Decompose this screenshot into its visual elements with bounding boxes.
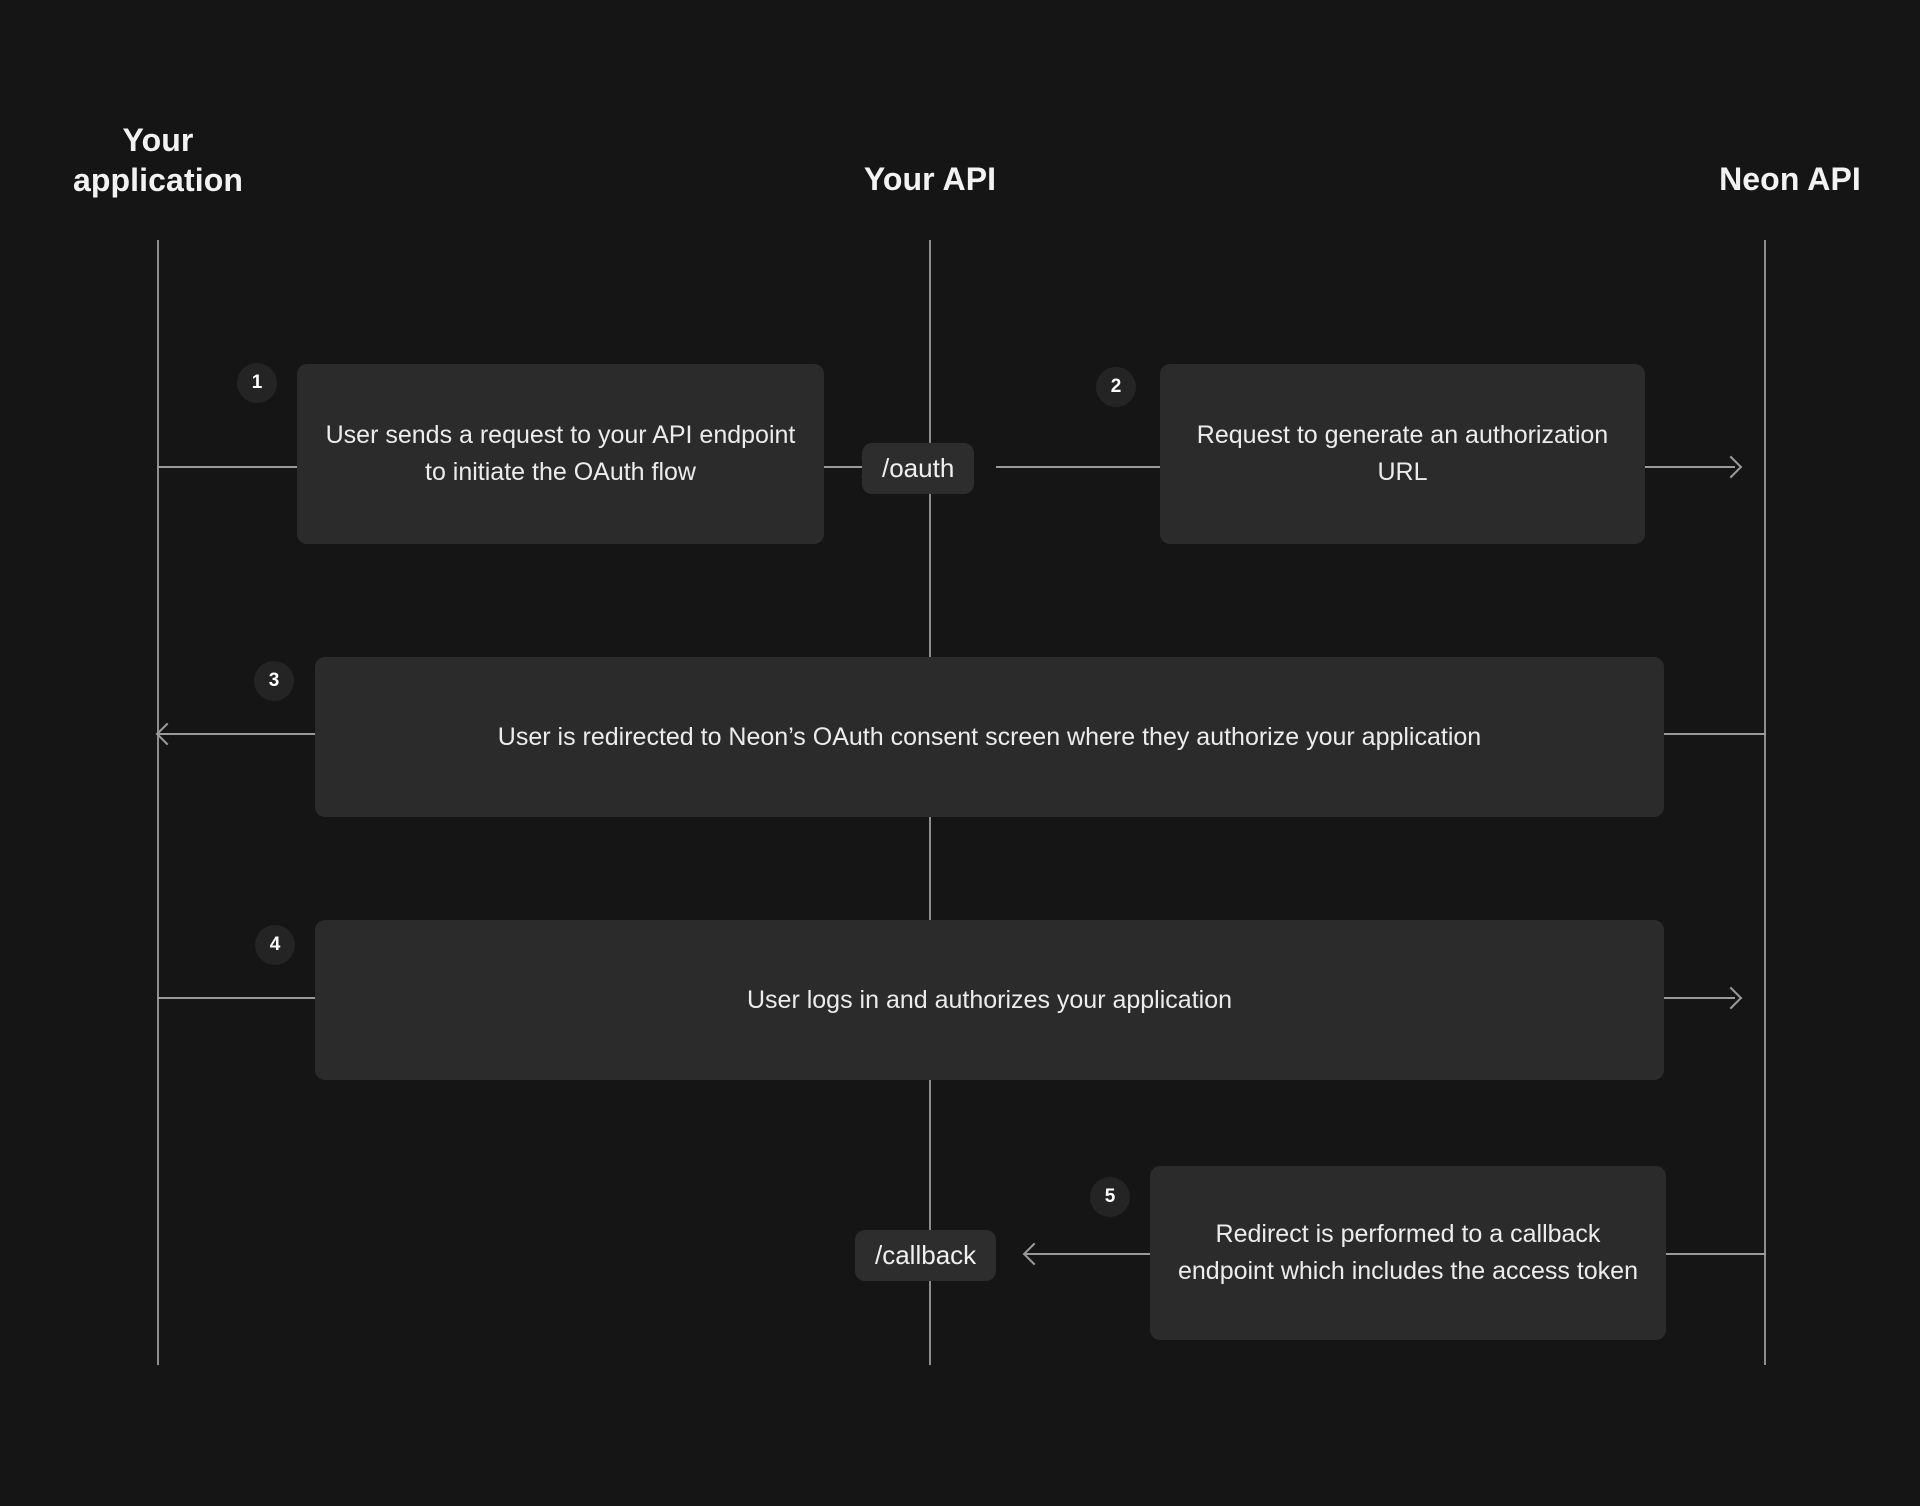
step-badge-1: 1: [237, 363, 277, 403]
step-1-text: User sends a request to your API endpoin…: [325, 421, 796, 486]
connector-step-3-left: [157, 733, 315, 735]
arrowhead-step-3-left: [155, 722, 179, 746]
step-badge-2: 2: [1096, 367, 1136, 407]
connector-step-4-left: [157, 997, 315, 999]
connector-oauth-to-step-2: [996, 466, 1160, 468]
participant-header-your-application: Your application: [72, 122, 243, 198]
connector-step-5-to-callback: [1024, 1253, 1150, 1255]
arrowhead-step-5-left: [1022, 1242, 1046, 1266]
connector-step-4-right: [1664, 997, 1735, 999]
connector-step-1-to-oauth: [824, 466, 866, 468]
participant-header-your-api: Your API: [863, 161, 997, 197]
connector-step-1-left: [157, 466, 297, 468]
step-box-2: Request to generate an authorization URL: [1160, 364, 1645, 544]
step-2-text: Request to generate an authorization URL: [1196, 421, 1609, 486]
connector-step-5-right: [1666, 1253, 1766, 1255]
step-badge-4: 4: [255, 925, 295, 965]
step-5-text: Redirect is performed to a callback endp…: [1177, 1220, 1638, 1285]
step-4-text: User logs in and authorizes your applica…: [747, 985, 1232, 1014]
arrowhead-step-4-right: [1719, 986, 1743, 1010]
step-3-text: User is redirected to Neon’s OAuth conse…: [497, 722, 1482, 751]
connector-step-2-right: [1645, 466, 1735, 468]
step-badge-3: 3: [254, 661, 294, 701]
participant-header-neon-api: Neon API: [1719, 161, 1861, 197]
step-badge-5: 5: [1090, 1177, 1130, 1217]
arrowhead-step-2-right: [1719, 455, 1743, 479]
connector-step-3-right: [1664, 733, 1766, 735]
lifeline-neon-api: [1764, 240, 1766, 1365]
step-box-3: User is redirected to Neon’s OAuth conse…: [315, 657, 1664, 817]
step-box-4: User logs in and authorizes your applica…: [315, 920, 1664, 1080]
step-box-5: Redirect is performed to a callback endp…: [1150, 1166, 1666, 1340]
endpoint-pill-oauth[interactable]: /oauth: [862, 443, 975, 494]
endpoint-pill-callback[interactable]: /callback: [855, 1230, 997, 1281]
step-box-1: User sends a request to your API endpoin…: [297, 364, 824, 544]
lifeline-your-application: [157, 240, 159, 1365]
